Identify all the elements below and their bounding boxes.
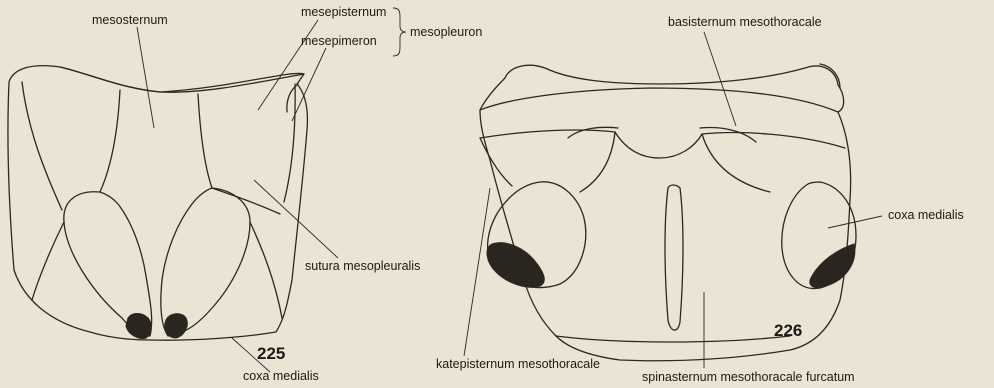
- transverse-ridge: [480, 130, 845, 158]
- label-mesepisternum: mesepisternum: [301, 5, 386, 19]
- katepisternum-border-left: [580, 132, 615, 192]
- right-coxa-outer-line: [250, 222, 282, 318]
- ridge-mark-left: [568, 127, 618, 138]
- spinasternum-furca: [665, 185, 683, 330]
- leader-basisternum: [704, 32, 736, 126]
- ridge-mark-right: [700, 128, 756, 142]
- left-coxa-outer-line: [32, 222, 64, 300]
- left-coxa-226-tip: [487, 243, 544, 287]
- figure-number-226: 226: [774, 321, 802, 340]
- mesosternum-line-left: [100, 90, 120, 192]
- thorax-outline-left: [8, 66, 307, 341]
- sutura-mesopleuralis-line: [212, 188, 280, 214]
- figure-225-drawing: [8, 8, 406, 372]
- mesopleuron-brace: [393, 8, 406, 56]
- label-sutura-mesopleuralis: sutura mesopleuralis: [305, 259, 420, 273]
- figure-226-drawing: [464, 32, 882, 368]
- label-basisternum: basisternum mesothoracale: [668, 15, 822, 29]
- right-lateral-line: [284, 84, 295, 202]
- katepisternum-line: [480, 138, 512, 186]
- posterior-margin-226: [556, 336, 790, 342]
- right-coxa-226-tip: [810, 244, 855, 288]
- label-mesopleuron: mesopleuron: [410, 25, 482, 39]
- mesosternum-line-right: [198, 94, 212, 188]
- leader-mesosternum: [137, 27, 154, 128]
- label-spinasternum: spinasternum mesothoracale furcatum: [642, 370, 855, 384]
- left-coxa-tip: [126, 314, 151, 339]
- anterior-margin: [60, 67, 304, 92]
- label-coxa-medialis-225: coxa medialis: [243, 369, 319, 383]
- katepisternum-border-right: [702, 134, 770, 192]
- right-anterior-lobe: [287, 84, 298, 112]
- label-coxa-medialis-226: coxa medialis: [888, 208, 964, 222]
- label-katepisternum: katepisternum mesothoracale: [436, 357, 600, 371]
- left-lateral-line: [22, 82, 62, 210]
- figure-number-225: 225: [257, 344, 285, 363]
- label-mesosternum: mesosternum: [92, 13, 168, 27]
- label-mesepimeron: mesepimeron: [301, 34, 377, 48]
- leader-katepisternum: [464, 188, 490, 356]
- right-coxa-tip: [165, 314, 188, 338]
